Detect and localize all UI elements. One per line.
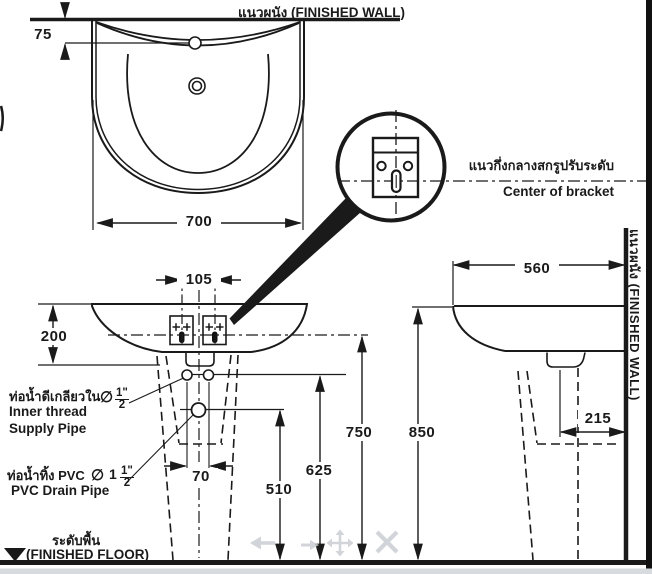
supply-hole-right [202, 369, 215, 381]
drain-hole [190, 402, 207, 418]
side-drain-fitting [546, 352, 586, 368]
right-border [646, 0, 652, 574]
supply-hole-left [181, 369, 193, 381]
dim-850: 850 [400, 424, 444, 441]
fraction-numerator: 1" [115, 387, 129, 400]
close-icon [375, 530, 399, 554]
finished-wall-label-side: แนวผนัง (FINISHED WALL) [627, 229, 642, 401]
front-neck [185, 352, 215, 367]
viewer-watermark [250, 529, 399, 557]
front-basin [91, 303, 309, 353]
dim-200: 200 [33, 328, 75, 345]
fraction-numerator: 1" [120, 465, 134, 478]
bracket-detail [229, 110, 648, 325]
arrow-left-icon [250, 536, 275, 550]
plan-basin-outer [91, 21, 305, 195]
center-of-bracket-label-en: Center of bracket [502, 184, 614, 199]
diameter-icon: ∅ [91, 467, 105, 484]
drain-pipe-label-thai: ท่อน้ำทิ้ง PVC [7, 468, 85, 483]
supply-pipe-label-thai: ท่อน้ำดีเกลียวใน [9, 389, 101, 404]
edge-mark [0, 105, 4, 132]
diameter-icon: ∅ [100, 389, 114, 406]
drain-diameter-fraction: 1" 2 [120, 465, 134, 489]
front-view [38, 275, 452, 561]
dim-510: 510 [259, 481, 299, 498]
fraction-denominator: 2 [123, 477, 131, 489]
plan-bowl [126, 53, 270, 174]
finished-wall-label-top: แนวผนัง (FINISHED WALL) [238, 5, 405, 20]
dim-560: 560 [515, 260, 559, 277]
detail-screw-hole-left [376, 160, 387, 172]
supply-pipe-label-en2: Supply Pipe [9, 421, 87, 436]
move-icon [326, 529, 354, 557]
dim-750: 750 [339, 424, 379, 441]
plan-basin-rim [95, 21, 301, 191]
magnifier-handle [229, 198, 361, 325]
floor-label-thai: ระดับพื้น [52, 533, 101, 548]
dim-70: 70 [184, 468, 218, 485]
arrow-right-icon [301, 540, 319, 550]
dim-700: 700 [177, 213, 221, 230]
pedestal-front-right [227, 354, 239, 561]
dim-105: 105 [177, 271, 221, 288]
side-view [452, 228, 629, 562]
bottom-strip [0, 568, 652, 574]
supply-leader [128, 377, 184, 404]
dim-75: 75 [34, 26, 52, 43]
overflow-hole-inner [191, 80, 203, 92]
dim-215: 215 [578, 410, 618, 427]
supply-pipe-label-en1: Inner thread [9, 404, 88, 419]
plan-view [0, 2, 400, 230]
fraction-denominator: 2 [118, 399, 126, 411]
magnifier-circle [335, 111, 447, 223]
drain-pipe-label-en: PVC Drain Pipe [11, 483, 110, 498]
detail-bracket-body [371, 136, 420, 199]
floor-label-en: (FINISHED FLOOR) [26, 547, 149, 562]
dim-625: 625 [299, 462, 339, 479]
side-basin-front [452, 305, 506, 352]
center-of-bracket-label-thai: แนวกึ่งกลางสกรูปรับระดับ [468, 158, 614, 173]
drain-diameter-whole: 1 [109, 466, 117, 482]
drain-leader [125, 413, 195, 484]
pedestal-front-left [156, 355, 174, 561]
floor [0, 548, 652, 565]
detail-screw-hole-right [402, 160, 414, 172]
faucet-hole [188, 36, 202, 50]
floor-level-marker [4, 548, 26, 562]
supply-diameter-fraction: 1" 2 [115, 387, 129, 411]
